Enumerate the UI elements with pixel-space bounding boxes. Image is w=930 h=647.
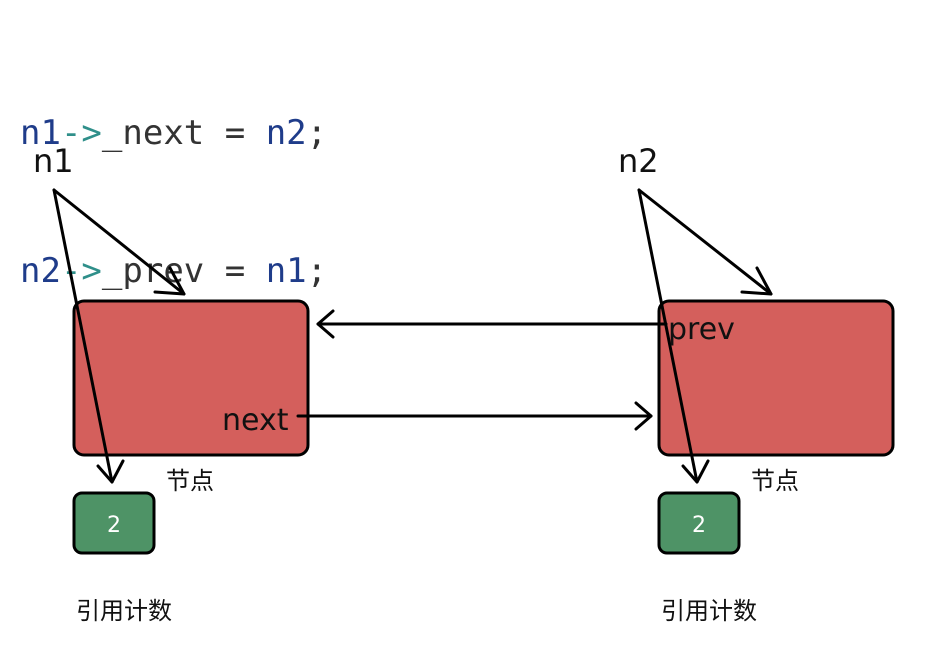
- n2-to-node-arrowhead: [740, 266, 773, 296]
- pointer-label-n1: n1: [33, 142, 74, 180]
- node-caption-n1: 节点: [166, 467, 214, 495]
- code-token: ;: [306, 113, 328, 153]
- node-n2: [657, 299, 895, 457]
- n2-to-count-arrowhead: [681, 459, 710, 484]
- pointer-label-n2: n2: [618, 142, 659, 180]
- field-label-prev: prev: [668, 312, 735, 347]
- code-token: n1: [20, 113, 61, 153]
- code-token: n2: [265, 113, 307, 153]
- field-label-next: next: [222, 403, 289, 438]
- code-token: n2: [20, 251, 61, 291]
- code-line-1: n1->_next = n2;: [20, 110, 327, 156]
- code-token: n1: [265, 251, 307, 291]
- n1-to-count-arrow: [52, 188, 114, 484]
- code-token: =: [204, 113, 266, 153]
- n1-to-node-arrow: [52, 188, 186, 296]
- code-token: =: [204, 251, 266, 291]
- refcount-n2: [657, 491, 741, 555]
- n2-to-node-arrow: [637, 188, 773, 296]
- refcount-value-n1: 2: [107, 513, 121, 538]
- code-token: _next: [101, 113, 205, 153]
- n1-to-node-arrowhead: [153, 266, 186, 296]
- n1-to-count-arrowhead: [96, 459, 125, 484]
- refcount-caption-n1: 引用计数: [76, 597, 172, 625]
- refcount-n1: [72, 491, 156, 555]
- code-token: ;: [306, 251, 328, 291]
- next-link-arrowhead: [634, 401, 653, 431]
- code-token: ->: [60, 113, 102, 153]
- n2-to-count-arrow: [637, 188, 699, 484]
- node-caption-n2: 节点: [751, 467, 799, 495]
- refcount-value-n2: 2: [692, 513, 706, 538]
- node-n1: [72, 299, 310, 457]
- refcount-caption-n2: 引用计数: [661, 597, 757, 625]
- prev-link-arrowhead: [316, 309, 335, 339]
